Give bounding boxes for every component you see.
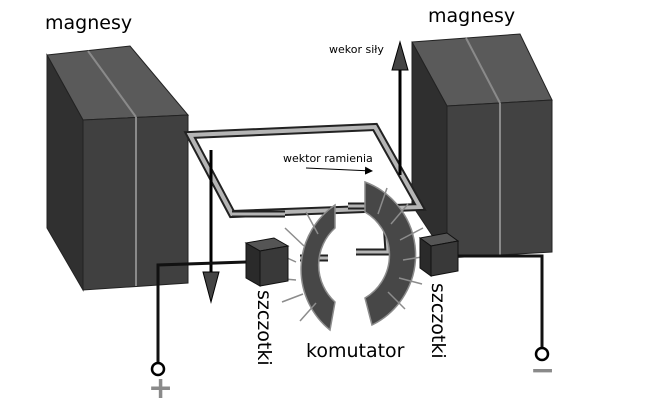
commutator-right-half [364, 180, 429, 327]
label-magnets-left: magnesy [45, 12, 133, 34]
force-vector-arrow-down [202, 150, 220, 304]
rotor-loop [183, 122, 427, 262]
label-brushes-right: szczotki [427, 283, 449, 359]
brush-left [244, 237, 290, 287]
right-magnet [411, 33, 553, 260]
left-magnet [46, 45, 190, 292]
force-vector-arrow [391, 40, 409, 175]
positive-sign: + [148, 371, 174, 406]
negative-sign: − [530, 353, 556, 388]
terminal-negative [534, 346, 550, 362]
arm-vector-arrow [305, 166, 373, 175]
label-commutator: komutator [306, 340, 405, 362]
terminal-positive [150, 361, 166, 377]
label-brushes-left: szczotki [253, 290, 275, 366]
label-magnets-right: magnesy [428, 5, 516, 27]
label-force-vector: wekor siły [329, 43, 384, 56]
wire-positive [156, 260, 247, 362]
wire-negative [458, 254, 544, 348]
brush-right [418, 232, 460, 277]
label-arm-vector: wektor ramienia [283, 152, 373, 165]
commutator-left-half [272, 203, 336, 332]
